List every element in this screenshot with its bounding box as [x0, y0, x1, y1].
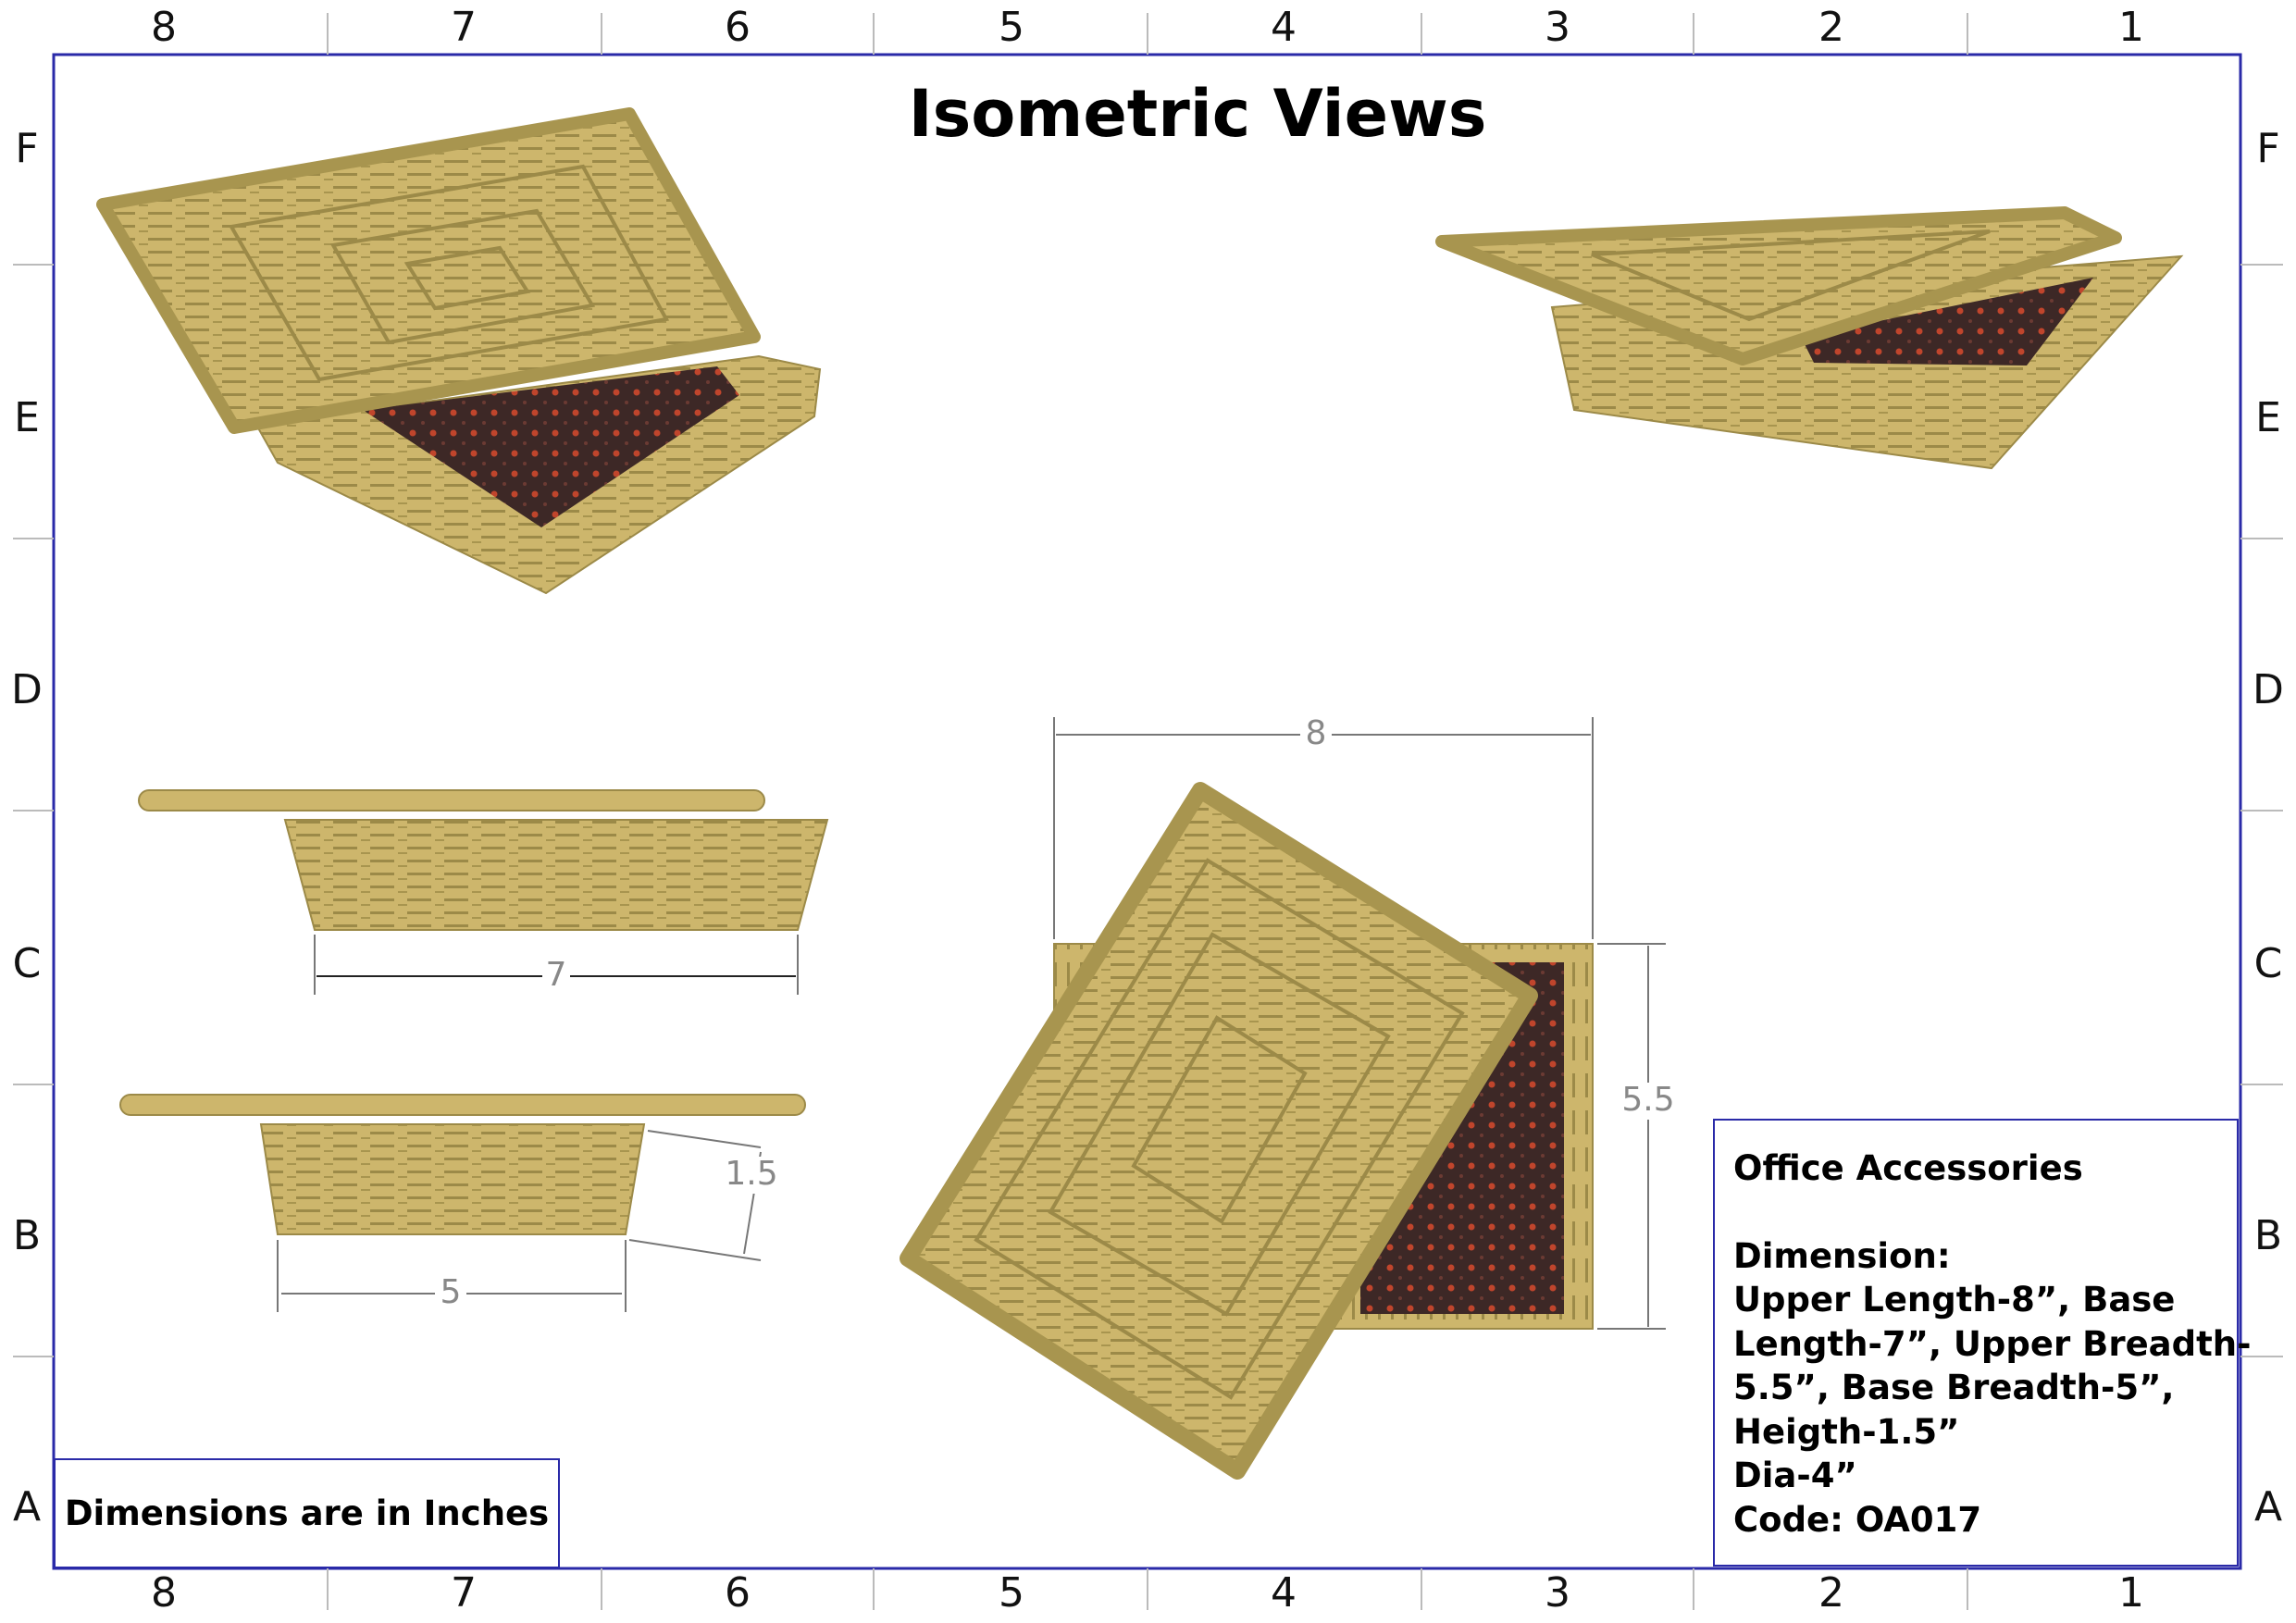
title-block-code: Code: OA017 [1733, 1499, 1982, 1540]
column-label: 3 [1545, 1569, 1570, 1617]
units-note: Dimensions are in Inches [54, 1458, 560, 1568]
dimension-base-breadth: 5 [441, 1273, 462, 1311]
title-block-line: 5.5”, Base Breadth-5”, [1733, 1368, 2175, 1407]
row-label: F [15, 125, 38, 172]
column-label: 4 [1271, 1569, 1297, 1617]
dimension-upper-breadth: 5.5 [1621, 1081, 1674, 1119]
isometric-view-left [96, 107, 822, 595]
title-block-heading: Office Accessories [1733, 1148, 2083, 1188]
title-block-line: Dia-4” [1733, 1456, 1857, 1495]
column-label: 3 [1545, 4, 1570, 51]
column-labels-top: 8 7 6 5 4 3 2 1 [151, 4, 2144, 51]
column-label: 8 [151, 1569, 177, 1617]
isometric-view-right [1435, 206, 2184, 470]
dimension-base-length: 7 [546, 956, 567, 994]
dimension-height: 1.5 [725, 1155, 777, 1193]
row-label: E [2255, 394, 2281, 441]
column-label: 2 [1818, 4, 1844, 51]
column-label: 8 [151, 4, 177, 51]
column-label: 1 [2118, 1569, 2144, 1617]
dimension-upper-length: 8 [1306, 714, 1327, 752]
column-label: 5 [999, 4, 1024, 51]
row-label: E [14, 394, 40, 441]
title-block-line: Length-7”, Upper Breadth- [1733, 1323, 2252, 1364]
row-label: A [13, 1483, 41, 1530]
column-label: 1 [2118, 4, 2144, 51]
top-view: 8 5.5 [900, 714, 1677, 1480]
column-labels-bottom: 8 7 6 5 4 3 2 1 [151, 1569, 2144, 1617]
title-block: Office Accessories Dimension: Upper Leng… [1713, 1119, 2252, 1567]
column-label: 7 [451, 1569, 477, 1617]
front-view: 7 [138, 789, 829, 995]
title-block-label: Dimension: [1733, 1235, 1951, 1276]
title-block-line: Upper Length-8”, Base [1733, 1280, 2176, 1319]
side-view: 5 1.5 [119, 1094, 806, 1312]
column-label: 4 [1271, 4, 1297, 51]
row-label: B [13, 1212, 41, 1259]
row-label: A [2254, 1483, 2282, 1530]
column-label: 7 [451, 4, 477, 51]
row-labels-right: F E D C B A [2253, 125, 2284, 1530]
row-label: C [2254, 940, 2283, 987]
title-block-line: Heigth-1.5” [1733, 1411, 1960, 1452]
row-labels-left: F E D C B A [11, 125, 43, 1530]
row-label: B [2254, 1212, 2282, 1259]
row-label: D [11, 666, 43, 713]
column-label: 2 [1818, 1569, 1844, 1617]
zone-ticks [13, 13, 2283, 1610]
column-label: 5 [999, 1569, 1024, 1617]
column-label: 6 [725, 4, 751, 51]
column-label: 6 [725, 1569, 751, 1617]
row-label: C [13, 940, 42, 987]
row-label: F [2256, 125, 2279, 172]
row-label: D [2253, 666, 2284, 713]
sheet-title: Isometric Views [909, 76, 1487, 152]
